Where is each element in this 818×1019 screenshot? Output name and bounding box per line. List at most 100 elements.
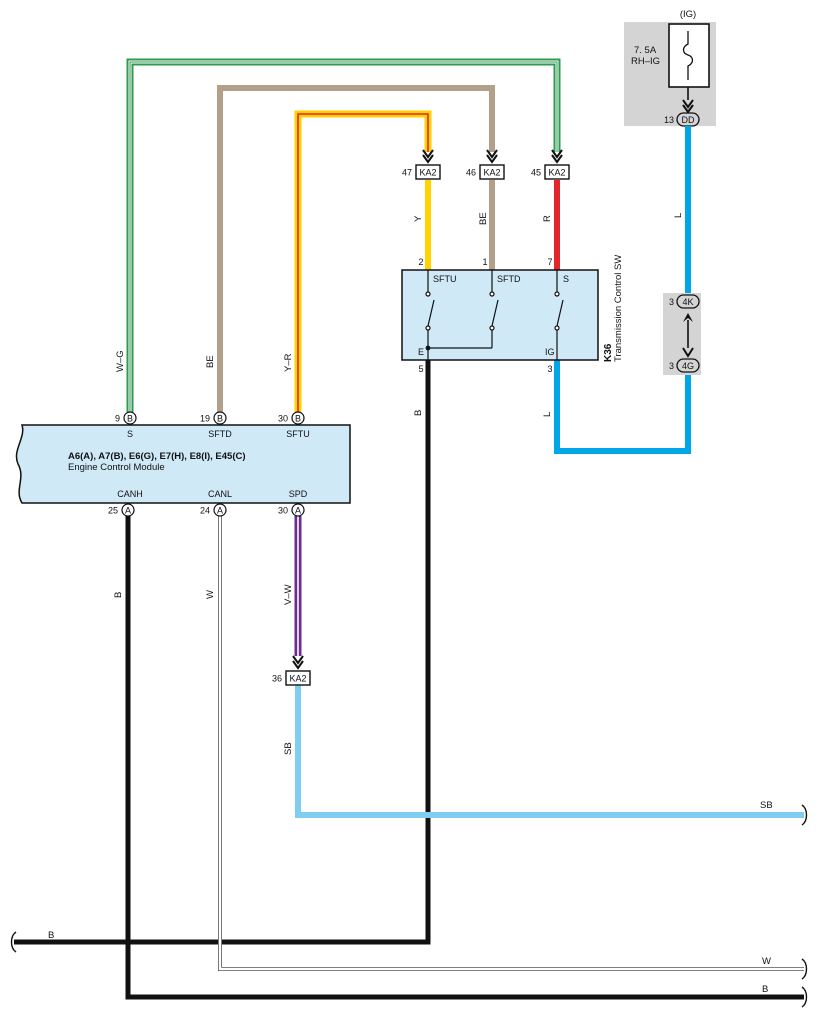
ka2-box [415, 164, 441, 180]
wire-label-b-switch: B [413, 410, 424, 416]
switch-pin-7: 7 [547, 257, 552, 267]
junction-up-arrow-icon [683, 313, 693, 322]
ecm-bottom-pin-25: CANH A 25 [108, 489, 143, 517]
ka2-chevron-icon [551, 149, 563, 159]
wire-b-switch-ground [14, 360, 431, 945]
junction-connector-bottom-label: 4G [682, 361, 694, 371]
ecm-pin-num: 24 [200, 506, 210, 516]
ecm-conn: A [217, 506, 223, 516]
wire-w-canl-outline [218, 516, 804, 971]
wire-label-sb-vertical: SB [283, 742, 294, 755]
ecm-conn: A [295, 506, 301, 516]
fuse-pin-number: 13 [664, 115, 674, 125]
break-mark-right-b [801, 986, 808, 1008]
break-mark-left-b [10, 931, 17, 953]
wire-y-r-yellow [294, 110, 432, 412]
switch-contacts [425, 270, 564, 360]
ka2-label: KA2 [419, 168, 436, 178]
switch-label-sftu: SFTU [433, 274, 457, 284]
ka2-connector-47: KA2 47 [402, 149, 441, 180]
wire-label-y: Y [413, 215, 424, 222]
ka2-pin: 45 [531, 168, 541, 178]
wire-y-r-stripe [297, 113, 429, 412]
ecm-pin-label: SPD [289, 489, 308, 499]
switch-pin-ig-label: IG [545, 347, 555, 357]
fuse-icon [682, 31, 694, 80]
ecm-top-pin-9: B 9 S [115, 411, 137, 439]
ka2-pin: 47 [402, 168, 412, 178]
ecm-pin-num: 19 [200, 414, 210, 424]
ka2-label: KA2 [483, 168, 500, 178]
ecm-pin-label: SFTD [208, 429, 232, 439]
wire-label-r: R [542, 215, 553, 222]
junction-connector-4k [676, 294, 700, 309]
wire-w-canl [218, 516, 804, 971]
ecm-pin-label: S [127, 429, 133, 439]
transmission-control-switch [401, 269, 599, 361]
wire-label-w-g: W–G [115, 350, 126, 372]
ecm-connectors: A6(A), A7(B), E6(G), E7(H), E8(I), E45(C… [68, 451, 246, 462]
ka2-chevron-icon [422, 149, 434, 159]
ka2-connector-46: KA2 46 [466, 149, 505, 180]
ka2-chevron-icon [486, 149, 498, 159]
switch-pin-2: 2 [418, 257, 423, 267]
ecm-pin-label: SFTU [286, 429, 310, 439]
ka2-chevron-icon [292, 660, 304, 670]
ka2-connector-45: KA2 45 [531, 149, 570, 180]
switch-code: K36 [603, 343, 614, 362]
ecm-top-pin-30: B 30 SFTU [278, 411, 310, 439]
wire-sb [295, 685, 804, 818]
ecm-conn: A [125, 506, 131, 516]
fuse-name: RH–IG [631, 56, 660, 67]
switch-pin-1: 1 [482, 257, 487, 267]
ecm-conn: B [127, 414, 133, 424]
ecm-conn: B [217, 414, 223, 424]
wire-label-be-left: BE [205, 355, 216, 368]
ka2-pin: 36 [272, 674, 282, 684]
ka2-chevron-icon [551, 154, 563, 164]
wire-label-b-canh: B [113, 592, 124, 598]
fuse-rating: 7. 5A [634, 45, 657, 56]
switch-pin-3: 3 [547, 364, 552, 374]
ecm-conn: B [295, 414, 301, 424]
wire-label-l-top: L [673, 213, 684, 218]
ecm-top-pin-19: B 19 SFTD [200, 411, 232, 439]
ecm-pin-label: CANL [208, 489, 232, 499]
ka2-chevron-icon [486, 154, 498, 164]
ka2-label: KA2 [289, 674, 306, 684]
fuse-chevron-icon-2 [682, 104, 694, 114]
ka2-connector-36: KA2 36 [272, 655, 311, 686]
ecm-bottom-pin-30: SPD A 30 [278, 489, 308, 517]
ka2-label: KA2 [548, 168, 565, 178]
wire-label-w-canl: W [205, 590, 216, 599]
wire-be-top [217, 85, 495, 412]
ka2-box [479, 164, 505, 180]
ecm-name: Engine Control Module [68, 462, 165, 473]
wire-label-be-right: BE [478, 212, 489, 225]
junction-connector-4g [676, 358, 700, 373]
ka2-chevron-icon [292, 655, 304, 665]
ecm-pin-num: 25 [108, 506, 118, 516]
junction-pin-bottom: 3 [669, 361, 674, 371]
switch-junction-dot [425, 345, 431, 351]
ecm-pin-num: 9 [115, 414, 120, 424]
switch-name: Transmission Control SW [613, 255, 624, 362]
switch-label-s: S [563, 274, 569, 284]
ecm-pin-num: 30 [278, 506, 288, 516]
ka2-chevron-icon [422, 154, 434, 164]
wire-label-y-r: Y–R [283, 353, 294, 372]
switch-pin-5: 5 [418, 364, 423, 374]
fuse-chevron-icon [682, 99, 694, 109]
switch-pin-e-label: E [418, 347, 424, 357]
wire-label-b-bottom-left: B [48, 930, 54, 941]
wire-label-w-bottom-right: W [762, 956, 771, 967]
wire-b-canh [125, 516, 804, 1000]
junction-chevron-icon [682, 347, 694, 358]
fuse-ig-label: (IG) [680, 9, 696, 20]
ka2-box [285, 670, 311, 686]
ecm-bottom-pin-24: CANL A 24 [200, 489, 232, 517]
break-mark-right-w [801, 958, 808, 980]
ka2-box [544, 164, 570, 180]
junction-connector-top-label: 4K [682, 297, 693, 307]
